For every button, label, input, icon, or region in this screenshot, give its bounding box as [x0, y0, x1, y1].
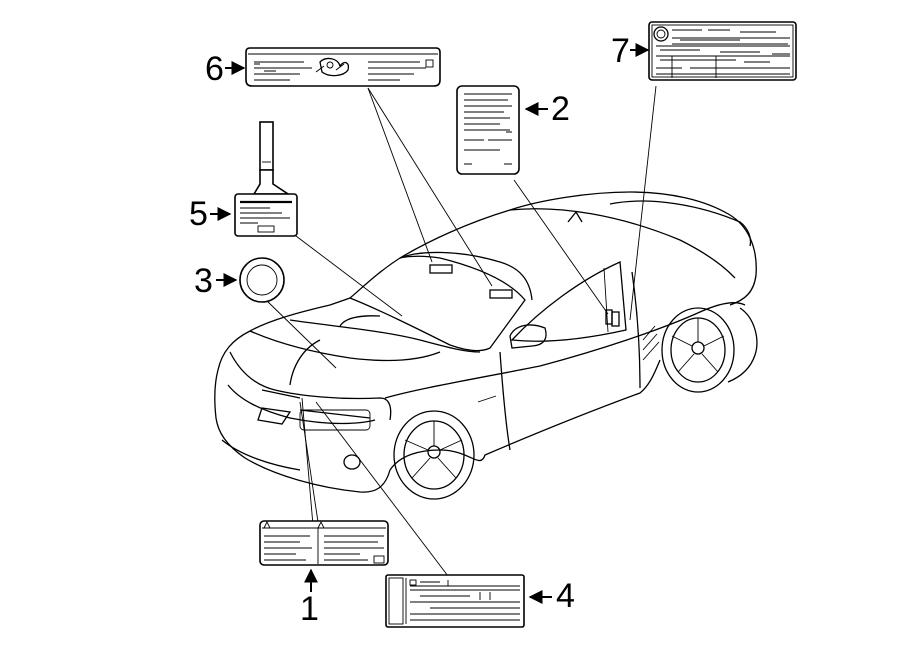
car-outline [214, 191, 758, 500]
callout-4: 4 [528, 577, 575, 615]
callout-3-number: 3 [194, 262, 213, 300]
callout-6: 6 [205, 50, 246, 88]
label-7-emission-label[interactable] [648, 21, 797, 81]
callout-6-number: 6 [205, 50, 224, 88]
label-2-tire-label[interactable] [456, 85, 520, 175]
label-6-airbag-label[interactable] [245, 47, 441, 87]
rear-wheel [661, 307, 735, 393]
callout-1: 1 [300, 568, 319, 628]
label-3-round-decal[interactable] [239, 257, 285, 303]
front-wheel [393, 410, 475, 500]
callout-5: 5 [189, 195, 232, 233]
callout-1-number: 1 [300, 590, 319, 628]
callout-2-number: 2 [551, 90, 570, 128]
callout-2: 2 [524, 90, 570, 128]
label-5-hood-tag[interactable] [234, 121, 298, 237]
label-4-vehicle-info-label[interactable] [385, 574, 525, 628]
airbag-warning-icon [315, 57, 350, 77]
callout-7-number: 7 [611, 32, 630, 70]
callout-7: 7 [611, 32, 650, 70]
callout-3: 3 [194, 262, 238, 300]
callout-5-number: 5 [189, 195, 208, 233]
label-1-radiator-label[interactable] [259, 520, 389, 566]
callout-4-number: 4 [556, 577, 575, 615]
leader-lines [265, 85, 657, 577]
